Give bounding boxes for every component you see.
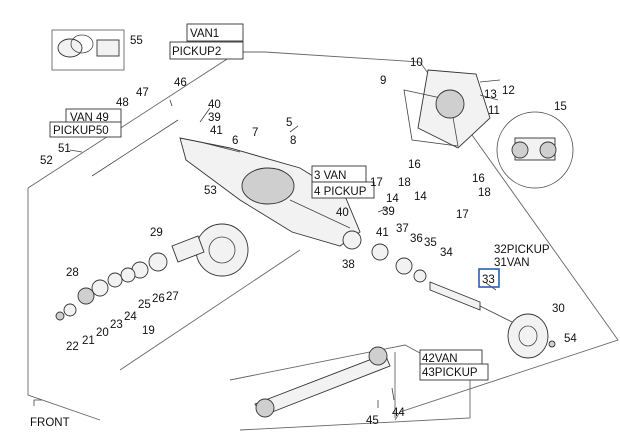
tag-pickup-2: PICKUP2 — [172, 46, 221, 58]
callout-47: 47 — [136, 87, 149, 99]
ring-gear-part — [195, 223, 249, 277]
callout-40-top: 40 — [208, 99, 221, 111]
callout-35: 35 — [424, 237, 437, 249]
callout-44: 44 — [392, 407, 405, 419]
callout-12: 12 — [502, 85, 515, 97]
tag-van-3: 3 VAN — [314, 170, 346, 182]
callout-19: 19 — [142, 325, 155, 337]
callout-11: 11 — [488, 105, 500, 117]
axle-shaft-part — [342, 230, 513, 323]
front-indicator: FRONT — [30, 399, 70, 429]
callout-52: 52 — [40, 155, 53, 167]
callout-14-upper: 14 — [386, 193, 399, 205]
front-arrow-icon — [33, 399, 42, 406]
callout-7: 7 — [252, 127, 258, 139]
tag-pickup-4: 4 PICKUP — [314, 186, 367, 198]
leader-lines — [69, 99, 497, 408]
callout-22: 22 — [66, 341, 79, 353]
callout-8: 8 — [290, 135, 296, 147]
callout-16-lower: 16 — [472, 173, 485, 185]
callout-6: 6 — [232, 135, 238, 147]
callout-16-upper: 16 — [408, 159, 421, 171]
callout-38: 38 — [342, 259, 355, 271]
tag-van-31: 31VAN — [494, 257, 530, 269]
callout-45: 45 — [366, 415, 379, 427]
callout-28: 28 — [66, 267, 79, 279]
tag-pickup-32: 32PICKUP — [494, 244, 550, 256]
highlighted-part-box — [478, 268, 500, 288]
callout-24: 24 — [124, 311, 137, 323]
callout-34: 34 — [440, 247, 453, 259]
callout-9: 9 — [380, 75, 386, 87]
callout-39-top: 39 — [208, 112, 221, 124]
callout-25: 25 — [138, 299, 151, 311]
callout-26: 26 — [152, 293, 165, 305]
callout-18-lower: 18 — [478, 187, 491, 199]
callout-10: 10 — [410, 57, 423, 69]
callout-55: 55 — [130, 35, 143, 47]
brake-drum-part — [507, 313, 556, 359]
callout-33: 33 — [482, 274, 495, 286]
propeller-shaft-part — [254, 346, 391, 418]
callout-30: 30 — [552, 303, 565, 315]
pinion-assembly-part — [55, 235, 205, 321]
callout-15: 15 — [554, 101, 567, 113]
callout-41-top: 41 — [210, 125, 223, 137]
callout-5: 5 — [286, 117, 292, 129]
diff-cover-part — [403, 69, 501, 149]
callout-48: 48 — [116, 97, 129, 109]
front-label: FRONT — [30, 417, 70, 429]
variant-tags — [49, 23, 500, 381]
callout-39-mid: 39 — [382, 206, 395, 218]
callout-20: 20 — [96, 327, 109, 339]
callout-21: 21 — [82, 335, 95, 347]
callout-36: 36 — [410, 233, 423, 245]
callout-46: 46 — [174, 77, 187, 89]
callout-23: 23 — [110, 319, 123, 331]
callout-51: 51 — [58, 143, 71, 155]
callout-41-mid: 41 — [376, 227, 389, 239]
tag-pickup-50: PICKUP50 — [53, 125, 109, 137]
callout-17-upper: 17 — [370, 177, 383, 189]
gasket-kit-part — [51, 29, 125, 71]
callout-13: 13 — [484, 89, 497, 101]
tag-van-49: VAN 49 — [70, 112, 109, 124]
callout-37: 37 — [396, 223, 409, 235]
tag-pickup-43: 43PICKUP — [422, 367, 478, 379]
callout-14-lower: 14 — [414, 191, 427, 203]
callout-40-mid: 40 — [336, 207, 349, 219]
callout-27: 27 — [166, 291, 179, 303]
callout-17-lower: 17 — [456, 209, 469, 221]
differential-gears-part — [496, 111, 574, 189]
callout-29: 29 — [150, 227, 163, 239]
tag-van-42: 42VAN — [422, 353, 458, 365]
tag-van-1: VAN1 — [190, 28, 219, 40]
callout-18-upper: 18 — [398, 177, 411, 189]
callout-54: 54 — [564, 333, 577, 345]
callout-53: 53 — [204, 185, 217, 197]
